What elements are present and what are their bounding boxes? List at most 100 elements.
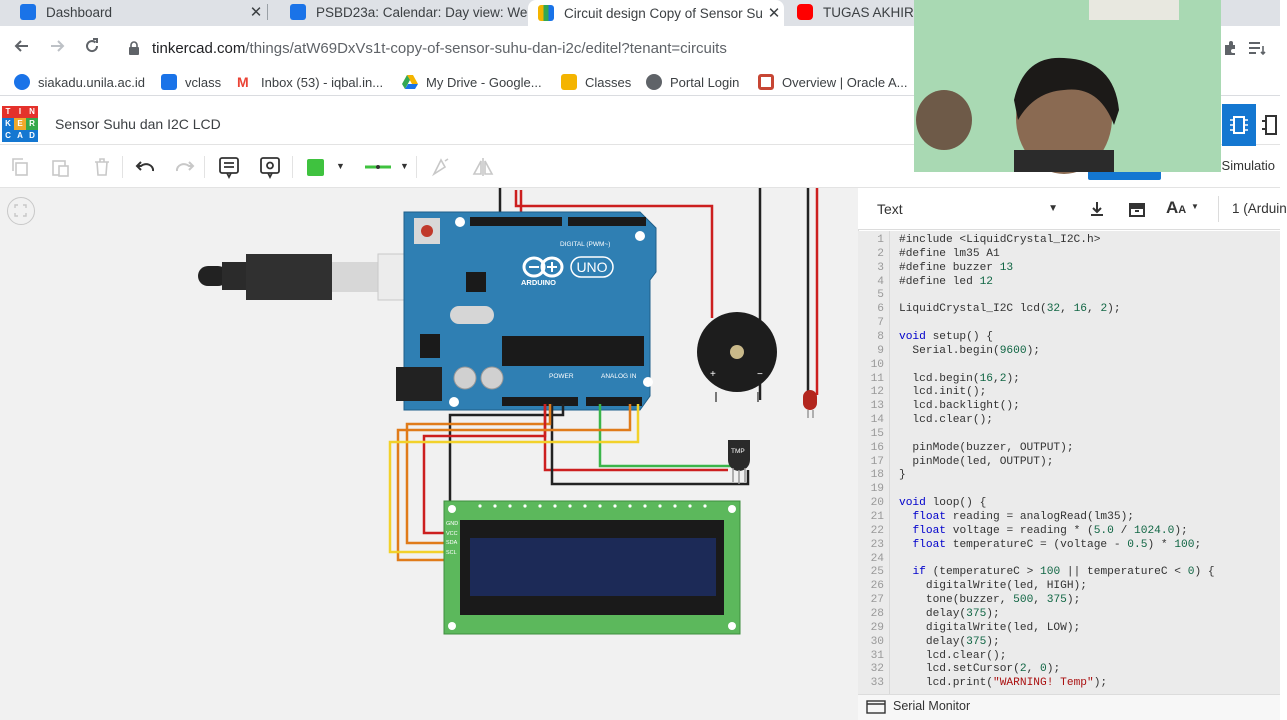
rotate-icon[interactable]: [428, 154, 454, 180]
code-line[interactable]: 12 lcd.init();: [858, 386, 987, 400]
reload-icon[interactable]: [80, 36, 104, 60]
code-line[interactable]: 17 pinMode(led, OUTPUT);: [858, 455, 1054, 470]
code-editor[interactable]: [858, 231, 1280, 694]
start-simulation-button[interactable]: rt Simulatio: [1210, 158, 1276, 173]
code-line[interactable]: 19: [858, 483, 899, 497]
code-line[interactable]: 9 Serial.begin(9600);: [858, 345, 1040, 359]
back-icon[interactable]: [10, 36, 34, 60]
code-line[interactable]: 29 digitalWrite(led, LOW);: [858, 621, 1081, 636]
bookmark-drive[interactable]: My Drive - Google...: [402, 74, 542, 90]
code-line[interactable]: 14 lcd.clear();: [858, 414, 993, 428]
usb-cable[interactable]: [198, 253, 429, 301]
extensions-icon[interactable]: [1222, 40, 1238, 61]
code-line[interactable]: 10: [858, 359, 899, 373]
code-line[interactable]: 5: [858, 289, 899, 303]
code-view-icon[interactable]: [1262, 113, 1280, 142]
undo-icon[interactable]: [132, 154, 158, 180]
tab-close-icon[interactable]: ✕: [249, 4, 263, 21]
tmp36-sensor[interactable]: [728, 440, 750, 484]
code-line[interactable]: 15: [858, 428, 899, 442]
device-select[interactable]: 1 (Arduin: [1218, 196, 1287, 222]
code-line[interactable]: 28 delay(375);: [858, 608, 1000, 622]
tab-psbd-calendar[interactable]: PSBD23a: Calendar: Day view: We ✕: [270, 0, 540, 24]
bookmark-oracle[interactable]: Overview | Oracle A...: [758, 74, 907, 90]
lcd-16x2[interactable]: [443, 500, 741, 635]
code-line[interactable]: 26 digitalWrite(led, HIGH);: [858, 580, 1087, 594]
line-number: 10: [870, 358, 884, 371]
project-title[interactable]: Sensor Suhu dan I2C LCD: [55, 116, 221, 132]
wire-dropdown-caret-icon[interactable]: ▼: [400, 161, 409, 171]
code-line[interactable]: 25 if (temperatureC > 100 || temperature…: [858, 566, 1215, 580]
bookmark-classes[interactable]: Classes: [561, 74, 631, 90]
moodle-icon: [290, 4, 306, 20]
gmail-icon: M: [237, 74, 249, 90]
components-panel-button[interactable]: [1222, 104, 1256, 146]
toolbar-divider: [204, 156, 205, 178]
tab-tugas-akhir[interactable]: TUGAS AKHIR 3: [787, 0, 927, 24]
reading-list-icon[interactable]: [1248, 40, 1266, 61]
code-line[interactable]: 21 float reading = analogRead(lm35);: [858, 511, 1134, 525]
line-number: 8: [877, 330, 884, 343]
redo-icon[interactable]: [172, 154, 198, 180]
code-line[interactable]: 33 lcd.print("WARNING! Temp");: [858, 677, 1108, 691]
tab-title: Circuit design Copy of Sensor Su: [564, 5, 763, 21]
code-line[interactable]: 7: [858, 317, 899, 331]
bookmark-vclass[interactable]: vclass: [161, 74, 221, 90]
color-swatch: [306, 158, 324, 176]
piezo-buzzer[interactable]: + −: [697, 312, 777, 402]
bookmark-gmail[interactable]: M Inbox (53) - iqbal.in...: [237, 74, 383, 90]
code-text: pinMode(led, OUTPUT);: [899, 455, 1054, 468]
tab-dashboard[interactable]: Dashboard ✕: [0, 0, 266, 24]
code-line[interactable]: 3#define buzzer 13: [858, 262, 1013, 276]
library-icon[interactable]: [1128, 200, 1146, 223]
arduino-uno-board[interactable]: [396, 211, 657, 411]
code-line[interactable]: 4#define led 12: [858, 276, 993, 290]
forward-icon[interactable]: [45, 36, 69, 60]
digital-pins-label: DIGITAL (PWM~): [560, 241, 611, 248]
color-dropdown-caret-icon[interactable]: ▼: [336, 161, 345, 171]
copy-icon[interactable]: [7, 154, 33, 180]
bookmark-siakadu[interactable]: siakadu.unila.ac.id: [14, 74, 145, 90]
flip-icon[interactable]: [470, 154, 496, 180]
bookmark-portal-login[interactable]: Portal Login: [646, 74, 739, 90]
fit-view-icon[interactable]: [7, 197, 35, 225]
code-line[interactable]: 27 tone(buzzer, 500, 375);: [858, 594, 1081, 608]
tab-close-icon[interactable]: ✕: [767, 5, 781, 22]
download-icon[interactable]: [1088, 200, 1106, 223]
code-line[interactable]: 18}: [858, 469, 906, 483]
serial-monitor-label[interactable]: Serial Monitor: [893, 699, 971, 713]
code-line[interactable]: 11 lcd.begin(16,2);: [858, 373, 1020, 387]
code-line[interactable]: 2#define lm35 A1: [858, 248, 999, 262]
code-line[interactable]: 16 pinMode(buzzer, OUTPUT);: [858, 442, 1074, 456]
serial-monitor-bar[interactable]: [858, 694, 1280, 720]
red-led[interactable]: [803, 390, 817, 418]
code-line[interactable]: 24: [858, 553, 899, 567]
tab-circuit-design[interactable]: Circuit design Copy of Sensor Su ✕: [528, 0, 784, 26]
wire-type-picker[interactable]: [364, 154, 392, 180]
line-number: 25: [870, 566, 884, 579]
line-number: 23: [870, 538, 884, 551]
line-number: 29: [870, 621, 884, 634]
code-line[interactable]: 31 lcd.clear();: [858, 650, 1007, 664]
notes-icon[interactable]: [216, 154, 242, 180]
toolbar-divider: [292, 156, 293, 178]
code-mode-select[interactable]: Text ▼: [866, 196, 1070, 222]
paste-icon[interactable]: [47, 154, 73, 180]
code-line[interactable]: 32 lcd.setCursor(2, 0);: [858, 663, 1061, 677]
code-text: Serial.begin(9600);: [899, 344, 1041, 357]
font-size-icon[interactable]: AA ▼: [1166, 198, 1199, 217]
color-picker[interactable]: [302, 154, 328, 180]
code-line[interactable]: 1#include <LiquidCrystal_I2C.h>: [858, 234, 1100, 248]
code-line[interactable]: 23 float temperatureC = (voltage - 0.5) …: [858, 538, 1202, 553]
code-line[interactable]: 30 delay(375);: [858, 636, 1000, 650]
code-line[interactable]: 13 lcd.backlight();: [858, 400, 1020, 414]
trash-icon[interactable]: [89, 154, 115, 180]
view-notes-icon[interactable]: [257, 154, 283, 180]
svg-text:+: +: [710, 369, 716, 380]
url-text[interactable]: tinkercad.com/things/atW69DxVs1t-copy-of…: [152, 40, 727, 57]
code-line[interactable]: 22 float voltage = reading * (5.0 / 1024…: [858, 525, 1188, 539]
